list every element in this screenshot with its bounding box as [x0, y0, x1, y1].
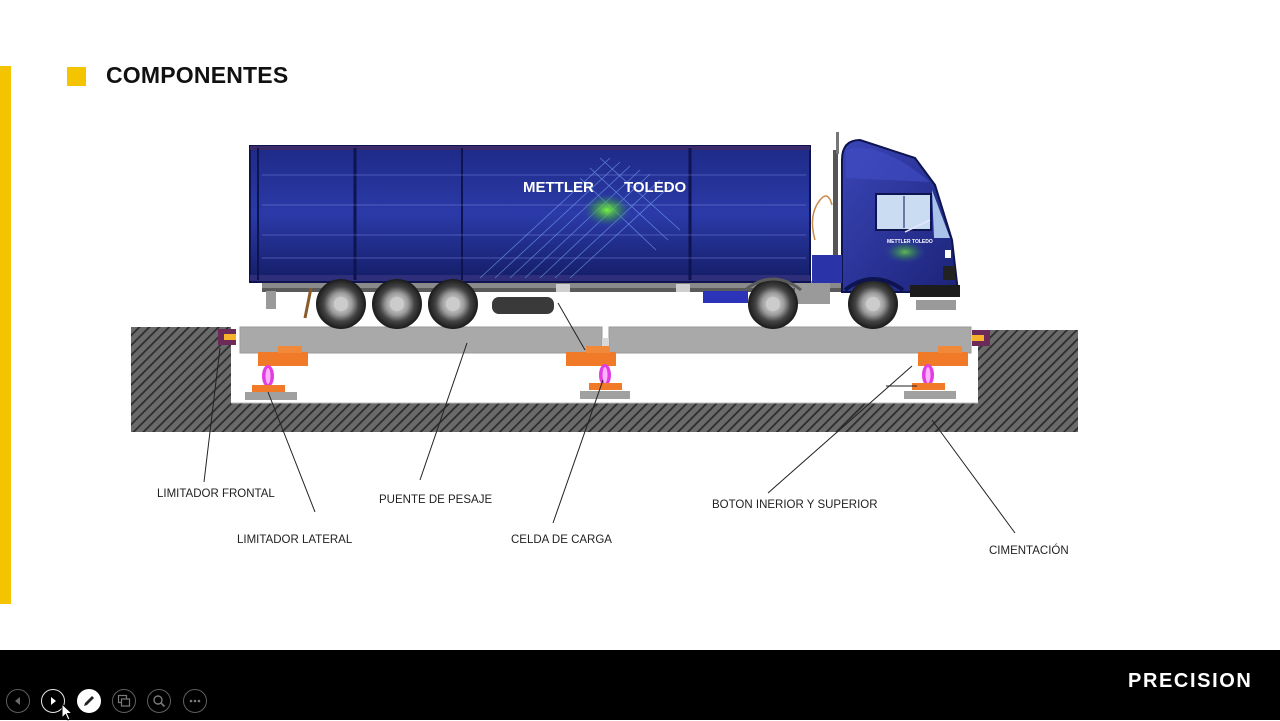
label-cimentacion: CIMENTACIÓN — [989, 544, 1069, 557]
accent-bar — [0, 66, 11, 604]
previous-icon — [15, 697, 20, 705]
label-puente-de-pesaje: PUENTE DE PESAJE — [379, 494, 492, 506]
frontal-limiter — [218, 329, 990, 346]
label-celda-de-carga: CELDA DE CARGA — [511, 534, 612, 546]
wheel — [372, 279, 422, 329]
callout-lines — [203, 302, 1016, 534]
label-limitador-frontal: LIMITADOR FRONTAL — [157, 488, 275, 500]
brand-logo: PRECISION — [1128, 670, 1253, 692]
wheel — [748, 279, 798, 329]
wheel — [428, 279, 478, 329]
slides-icon — [117, 694, 131, 707]
previous-slide-button[interactable] — [6, 689, 30, 713]
truck: METTLER TOLEDO METTLER TOLEDO — [249, 132, 960, 329]
see-all-slides-button[interactable] — [112, 689, 136, 713]
next-slide-button[interactable] — [41, 689, 65, 713]
truck-scale-diagram: METTLER TOLEDO METTLER TOLEDO — [131, 132, 1078, 557]
load-cell — [904, 346, 968, 399]
label-limitador-lateral: LIMITADOR LATERAL — [237, 534, 353, 546]
more-icon — [189, 699, 201, 703]
zoom-button[interactable] — [147, 689, 171, 713]
pen-icon — [84, 696, 94, 706]
presentation-toolbar — [0, 650, 1280, 720]
weighing-bridge — [239, 326, 972, 354]
title-bullet — [67, 67, 86, 86]
wheel — [848, 279, 898, 329]
mouse-cursor-icon — [61, 703, 73, 721]
pen-tool-button[interactable] — [77, 689, 101, 713]
trailer-logo-left: METTLER — [523, 179, 594, 196]
zoom-icon — [153, 695, 166, 708]
wheel — [316, 279, 366, 329]
load-cell — [245, 346, 308, 400]
slide-title: COMPONENTES — [106, 62, 289, 88]
next-icon — [51, 697, 56, 705]
more-options-button[interactable] — [183, 689, 207, 713]
presentation-slide: COMPONENTES — [0, 62, 1078, 604]
label-boton: BOTON INERIOR Y SUPERIOR — [712, 499, 878, 511]
cab-logo: METTLER TOLEDO — [887, 239, 933, 245]
trailer-logo-right: TOLEDO — [624, 179, 687, 196]
load-cell — [566, 346, 630, 399]
